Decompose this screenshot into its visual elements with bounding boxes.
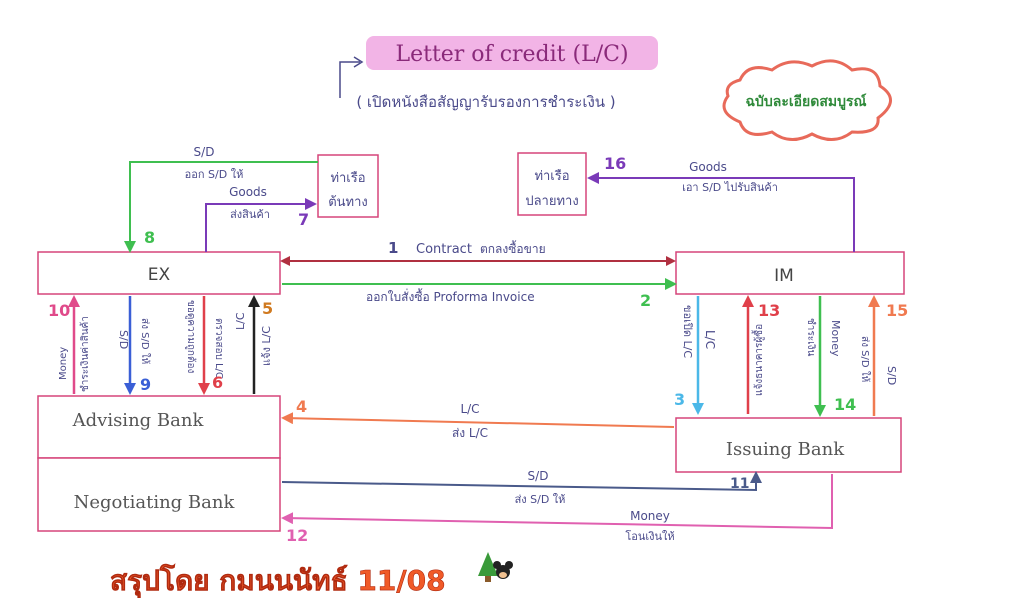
badge-cloud: [722, 59, 892, 141]
issuing-bank-label: Issuing Bank: [726, 439, 845, 460]
title-highlight: [366, 36, 658, 70]
step-11-num: 11: [730, 476, 749, 492]
step-7-sub: ส่งสินค้า: [230, 208, 270, 221]
step-14-num: 14: [834, 395, 856, 414]
step-7-label: Goods: [229, 185, 267, 199]
arrow-transfer-money: [281, 474, 833, 530]
arrow-issue-sd: [124, 161, 318, 253]
step-8-sub: ออก S/D ให้: [185, 168, 244, 181]
step-15-label: S/D: [885, 366, 898, 385]
footer-credit: สรุปโดย กมนนนัทธ์ 11/08: [110, 563, 446, 598]
port-origin-box: [317, 154, 379, 218]
step-1-num: 1: [388, 239, 398, 257]
step-13-num: 13: [758, 301, 780, 320]
step-7-num: 7: [298, 210, 309, 229]
step-14-label: Money: [829, 320, 842, 357]
im-label: IM: [774, 266, 794, 286]
step-15-num: 15: [886, 301, 908, 320]
step-15-sub: ส่ง S/D ให้: [859, 336, 871, 382]
arrow-send-goods: [205, 198, 317, 252]
step-6-label: ตรวจสอบ L/C: [213, 318, 224, 379]
step-11-sub: ส่ง S/D ให้: [515, 493, 566, 506]
port-origin-line2: ต้นทาง: [328, 195, 368, 210]
step-9-label: S/D: [117, 330, 130, 349]
step-8-num: 8: [144, 228, 155, 247]
step-4-num: 4: [296, 397, 307, 416]
advising-bank-box: [37, 395, 281, 459]
ex-label: EX: [148, 265, 171, 285]
arrow-send-sd-issuing: [281, 471, 762, 492]
step-2-label: ออกใบสั่งซื้อ Proforma Invoice: [366, 288, 535, 304]
step-4-label: L/C: [460, 402, 479, 416]
step-14-sub: ชำระเงิน: [805, 318, 816, 356]
title-pointer: [339, 61, 360, 98]
step-4-sub: ส่ง L/C: [452, 426, 488, 440]
step-12-num: 12: [286, 526, 308, 545]
negotiating-bank-box: [37, 457, 281, 532]
issuing-bank-box: [675, 417, 902, 473]
step-10-label: Money: [58, 347, 69, 380]
negotiating-bank-label: Negotiating Bank: [74, 492, 236, 513]
step-2-num: 2: [640, 291, 651, 310]
step-13-label: แจ้งธนาคารผู้ซื้อ: [751, 324, 765, 396]
step-6-num: 6: [212, 373, 223, 392]
step-9-sub: ส่ง S/D ให้: [139, 318, 151, 364]
step-1-label: Contract: [416, 242, 472, 257]
step-16-label: Goods: [689, 160, 727, 174]
step-5-num: 5: [262, 299, 273, 318]
step-5-sub: แจ้ง L/C: [260, 326, 273, 366]
step-10-num: 10: [48, 301, 70, 320]
subtitle: ( เปิดหนังสือสัญญารับรองการชำระเงิน ): [356, 93, 615, 111]
step-16-sub: เอา S/D ไปรับสินค้า: [682, 181, 778, 194]
step-11-label: S/D: [528, 469, 549, 483]
title: Letter of credit (L/C): [395, 42, 628, 67]
advising-bank-label: Advising Bank: [72, 410, 205, 431]
step-5-label: L/C: [234, 312, 247, 330]
step-12-label: Money: [630, 509, 670, 523]
step-3-label: L/C: [703, 330, 717, 349]
port-origin-line1: ท่าเรือ: [330, 170, 365, 186]
step-10-sub: ชำระเงินค่าสินค้า: [79, 316, 91, 392]
port-dest-line2: ปลายทาง: [525, 194, 578, 209]
arrow-send-lc: [281, 412, 675, 428]
title-pointer-head: [353, 56, 364, 68]
step-6-sub: ขอดูความถูกต้อง: [185, 300, 197, 373]
step-9-num: 9: [140, 375, 151, 394]
im-box: [675, 251, 905, 295]
port-dest-line1: ท่าเรือ: [534, 168, 569, 184]
badge-text: ฉบับละเอียดสมบูรณ์: [745, 93, 866, 110]
ex-box: [37, 251, 281, 295]
tree-mouse-sticker: [478, 552, 513, 582]
step-8-label: S/D: [194, 145, 215, 159]
step-1-sub: ตกลงซื้อขาย: [480, 240, 546, 256]
step-12-sub: โอนเงินให้: [625, 529, 674, 543]
port-dest-box: [517, 152, 587, 216]
step-3-sub: ขอเปิด L/C: [681, 305, 694, 358]
step-3-num: 3: [674, 390, 685, 409]
step-16-num: 16: [604, 154, 626, 173]
arrow-collect-goods: [587, 172, 855, 252]
